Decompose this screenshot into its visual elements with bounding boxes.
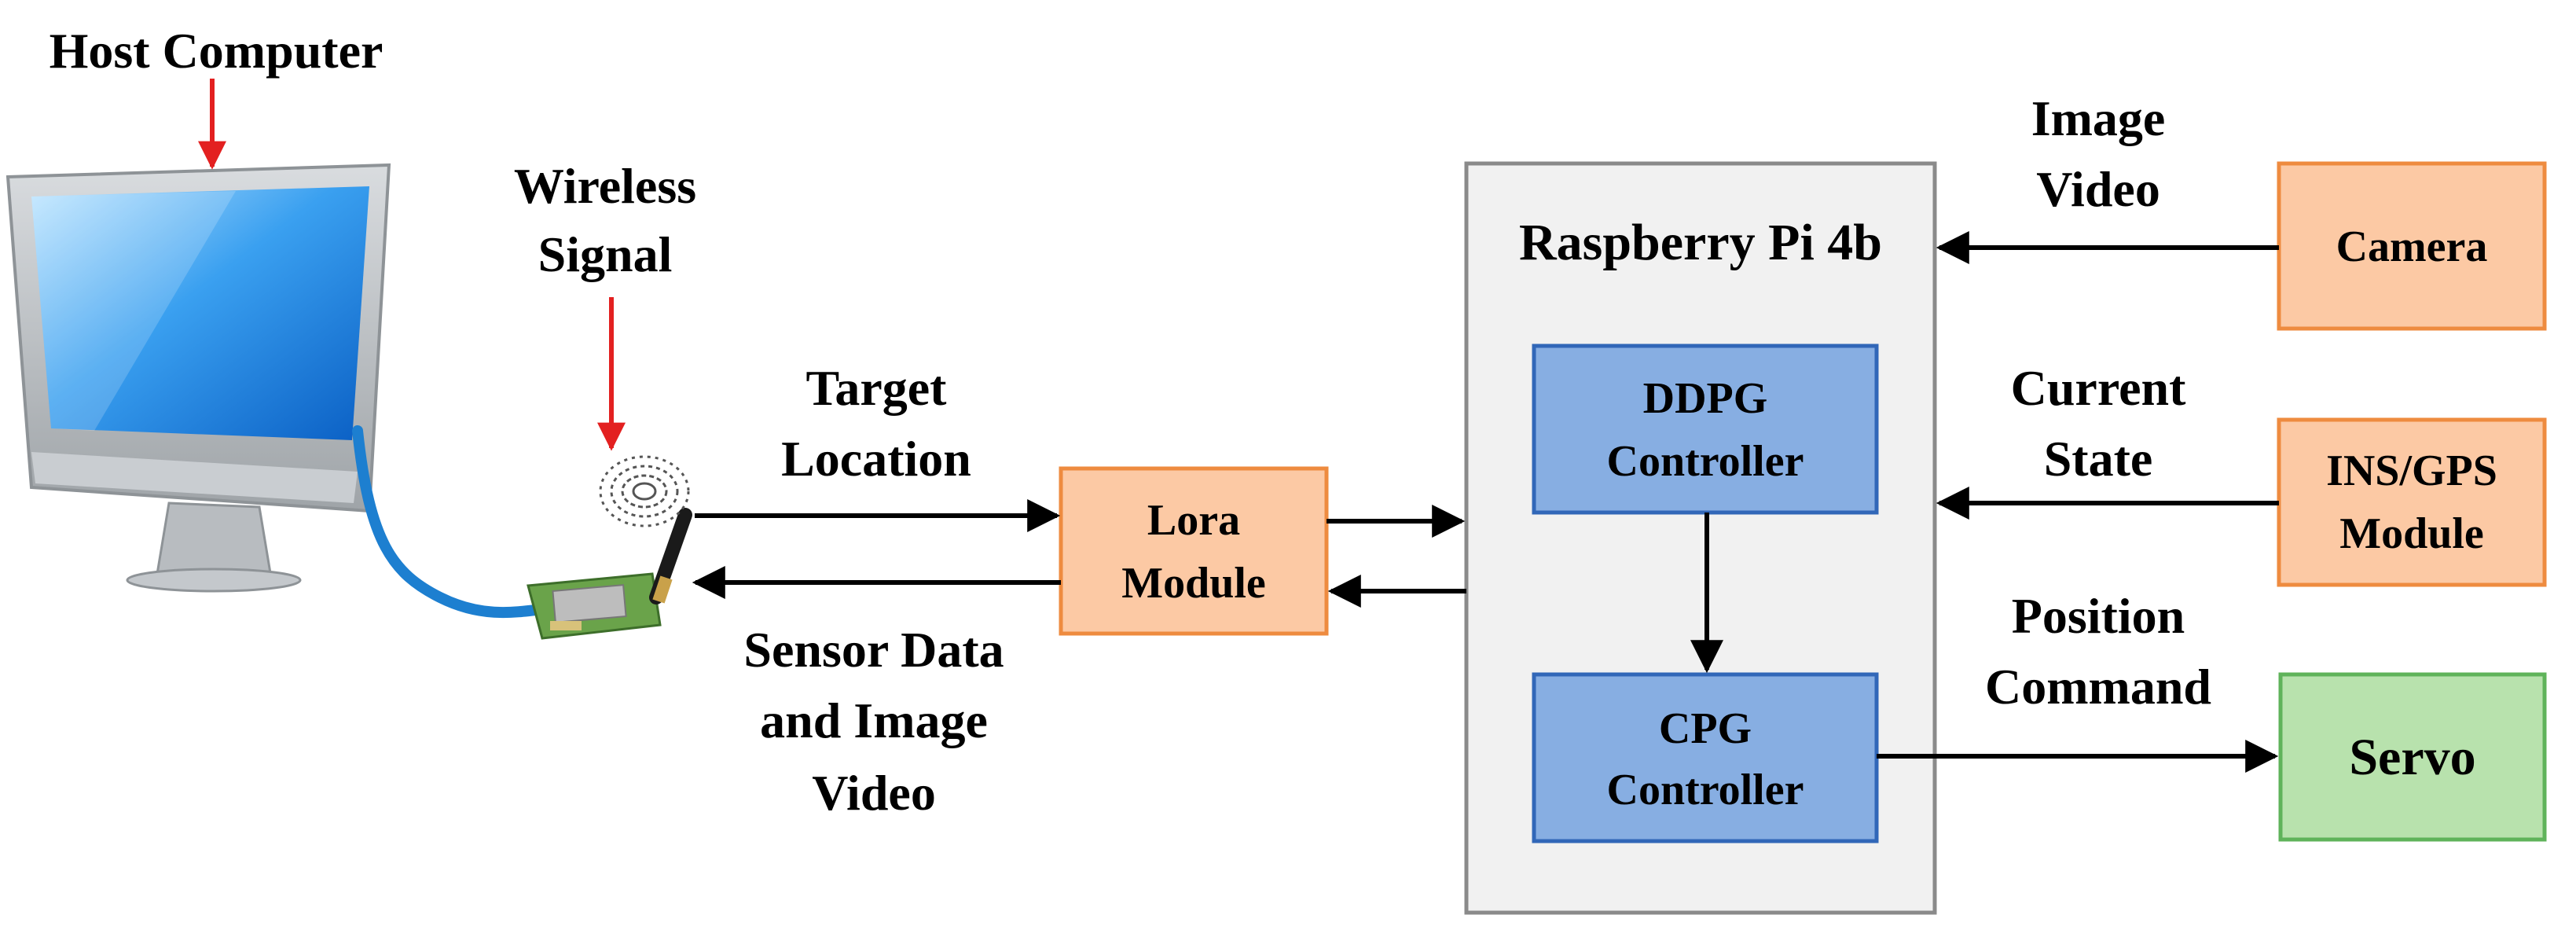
signal-label: Signal (538, 226, 673, 282)
and-image-label: and Image (760, 693, 988, 748)
ddpg-label: DDPG (1643, 374, 1768, 423)
cpg-label: CPG (1659, 704, 1752, 753)
sensor-data-label: Sensor Data (743, 622, 1004, 678)
usb-cable (352, 425, 548, 619)
cpg-controller-block (1532, 672, 1879, 843)
command-label: Command (1985, 659, 2211, 715)
video-label: Video (812, 765, 936, 821)
lora-label: Lora (1147, 496, 1240, 545)
ins-gps-module-label: Module (2339, 509, 2484, 558)
camera-block (2277, 161, 2547, 331)
ins-gps-label: INS/GPS (2326, 446, 2497, 495)
host-computer-label: Host Computer (50, 23, 383, 79)
state-label: State (2044, 431, 2153, 487)
cpg-controller-label: Controller (1607, 766, 1804, 814)
target-label: Target (806, 360, 948, 416)
image-label: Image (2031, 90, 2166, 146)
ins-gps-block (2277, 417, 2547, 587)
position-label: Position (2012, 588, 2185, 644)
current-label: Current (2011, 360, 2186, 416)
image-video-label: Video (2036, 161, 2160, 217)
host-computer-icon (6, 163, 391, 593)
lora-antenna-icon (527, 508, 692, 640)
location-label: Location (781, 431, 971, 487)
ddpg-controller-label: Controller (1607, 437, 1804, 486)
servo-block (2278, 672, 2547, 842)
servo-label: Servo (2349, 729, 2475, 786)
wireless-label: Wireless (514, 158, 696, 214)
lora-module-label: Module (1121, 559, 1266, 608)
ddpg-controller-block (1532, 344, 1879, 515)
lora-module-block (1059, 466, 1329, 636)
wireless-signal-icon (599, 455, 690, 527)
camera-label: Camera (2336, 222, 2488, 271)
raspberry-pi-label: Raspberry Pi 4b (1519, 214, 1882, 271)
